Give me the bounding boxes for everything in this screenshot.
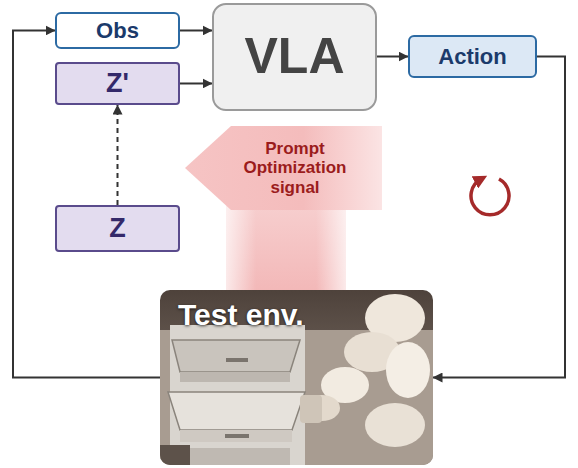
flow-arrow <box>180 29 212 31</box>
flow-arrow <box>433 57 565 378</box>
vla-model-box: VLA <box>212 3 377 111</box>
latent-prompt-box: Z' <box>55 62 180 105</box>
node-label: Action <box>438 44 506 69</box>
flow-arrow <box>377 56 408 58</box>
node-label: Obs <box>96 18 139 43</box>
obs-box: Obs <box>55 12 180 49</box>
node-label: Test env. <box>178 298 304 333</box>
action-box: Action <box>408 35 537 78</box>
optimization-signal-arrow: Prompt Optimization signal <box>185 126 382 210</box>
flow-arrow <box>180 82 212 84</box>
latent-init-box: Z <box>55 205 180 252</box>
dashed-connector <box>117 105 119 205</box>
test-env-panel: Test env. <box>160 290 433 465</box>
node-label: Prompt Optimization signal <box>231 139 359 198</box>
node-label: VLA <box>245 28 345 86</box>
node-label: Z <box>109 213 126 244</box>
node-label: Z' <box>106 68 129 99</box>
